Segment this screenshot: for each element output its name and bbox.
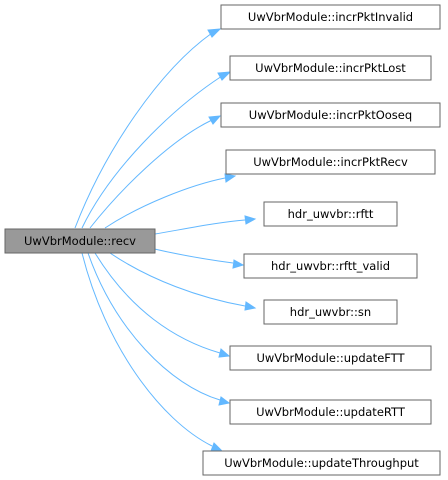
node-incrPktInvalid[interactable]: UwVbrModule::incrPktInvalid <box>220 4 441 30</box>
edge-recv-incrPktRecv <box>104 177 226 229</box>
node-box <box>225 149 436 175</box>
node-label: UwVbrModule::incrPktOoseq <box>249 108 412 122</box>
edge-recv-updateRTT <box>87 252 221 401</box>
node-label: UwVbrModule::incrPktInvalid <box>248 10 413 24</box>
node-box <box>229 345 432 371</box>
node-updateFTT[interactable]: UwVbrModule::updateFTT <box>229 345 432 371</box>
node-box <box>202 450 441 476</box>
edges <box>74 28 257 452</box>
node-sn[interactable]: hdr_uwvbr::sn <box>263 299 398 325</box>
node-label: UwVbrModule::updateRTT <box>256 405 406 419</box>
node-box <box>243 253 418 279</box>
node-rftt_valid[interactable]: hdr_uwvbr::rftt_valid <box>243 253 418 279</box>
node-updateRTT[interactable]: UwVbrModule::updateRTT <box>229 399 432 425</box>
arrowhead-sn <box>244 301 257 311</box>
edge-recv-rftt <box>154 219 246 235</box>
node-incrPktOoseq[interactable]: UwVbrModule::incrPktOoseq <box>220 102 441 128</box>
edge-recv-sn <box>109 252 246 307</box>
node-updateThroughput[interactable]: UwVbrModule::updateThroughput <box>202 450 441 476</box>
node-label: hdr_uwvbr::rftt_valid <box>271 259 390 273</box>
arrowhead-rftt_valid <box>232 259 245 269</box>
node-label: UwVbrModule::incrPktLost <box>255 61 406 75</box>
node-box <box>263 201 398 227</box>
edge-recv-updateFTT <box>94 252 221 354</box>
arrowhead-updateFTT <box>218 348 231 358</box>
node-label: UwVbrModule::incrPktRecv <box>253 155 408 169</box>
arrowhead-updateRTT <box>218 396 231 406</box>
node-box <box>220 102 441 128</box>
node-label: UwVbrModule::updateFTT <box>256 351 405 365</box>
edge-recv-rftt_valid <box>149 247 234 264</box>
root-node-box <box>4 228 156 254</box>
edge-recv-incrPktInvalid <box>74 32 213 229</box>
node-box <box>220 4 441 30</box>
node-label: UwVbrModule::updateThroughput <box>224 456 419 470</box>
root-node-label: UwVbrModule::recv <box>24 234 136 248</box>
node-label: hdr_uwvbr::rftt <box>288 207 374 221</box>
edge-recv-incrPktLost <box>81 75 223 229</box>
arrowhead-updateThroughput <box>210 442 223 452</box>
edge-recv-incrPktOoseq <box>89 119 213 229</box>
node-incrPktLost[interactable]: UwVbrModule::incrPktLost <box>229 55 432 81</box>
node-root[interactable]: UwVbrModule::recv <box>4 228 156 254</box>
node-box <box>229 399 432 425</box>
arrowhead-incrPktRecv <box>224 173 237 183</box>
arrowhead-rftt <box>244 215 257 225</box>
arrowhead-incrPktInvalid <box>207 28 222 38</box>
arrowhead-incrPktLost <box>217 71 232 81</box>
node-box <box>263 299 398 325</box>
edge-recv-updateThroughput <box>81 252 213 447</box>
node-rftt[interactable]: hdr_uwvbr::rftt <box>263 201 398 227</box>
node-incrPktRecv[interactable]: UwVbrModule::incrPktRecv <box>225 149 436 175</box>
node-label: hdr_uwvbr::sn <box>290 305 371 319</box>
arrowhead-incrPktOoseq <box>208 115 222 125</box>
node-box <box>229 55 432 81</box>
